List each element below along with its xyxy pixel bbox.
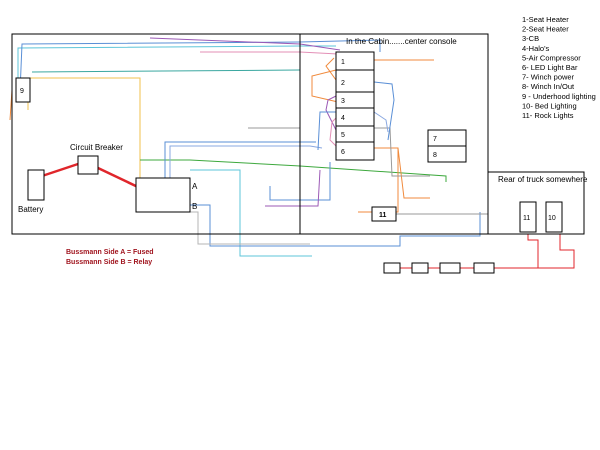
note-side-b: Bussmann Side B = Relay — [66, 259, 152, 266]
wire-blue-7 — [317, 111, 336, 151]
wire-orange-5 — [397, 147, 430, 199]
rear-light-11-label: 11 — [523, 215, 530, 222]
side-b-label: B — [192, 202, 197, 211]
legend-item: 8- Winch In/Out — [522, 82, 575, 91]
rock-light-4 — [473, 262, 495, 274]
rock-light-3 — [439, 262, 461, 274]
switch-6-label: 6 — [341, 149, 345, 156]
legend-item: 4-Halo's — [522, 44, 550, 53]
legend-item: 9 - Underhood lighting — [522, 92, 596, 101]
rear-light-10 — [545, 201, 563, 233]
switch-9-label: 9 — [20, 88, 24, 95]
wire-red-battery — [41, 162, 79, 178]
switch-5-label: 5 — [341, 132, 345, 139]
bussmann-block — [135, 177, 191, 213]
wire-purple-3 — [325, 95, 337, 131]
note-side-a: Bussmann Side A = Fused — [66, 249, 154, 256]
legend-item: 1-Seat Heater — [522, 15, 569, 24]
wire-pink-top — [200, 51, 339, 55]
legend-item: 5-Air Compressor — [522, 53, 581, 62]
battery-label: Battery — [18, 205, 43, 214]
switch-7-label: 7 — [433, 136, 437, 143]
wire-red-relay — [97, 166, 141, 190]
wire-blue-5 — [373, 81, 395, 141]
wire-blue-6 — [373, 111, 389, 133]
switch-1-label: 1 — [341, 59, 345, 66]
wire-orange-4 — [358, 147, 399, 213]
switch-8 — [427, 145, 467, 163]
side-a-label: A — [192, 182, 198, 191]
switch-4-label: 4 — [341, 115, 345, 122]
wire-grey-3 — [190, 211, 310, 245]
wire-cyan-2 — [190, 169, 312, 257]
switch-6 — [335, 141, 375, 161]
wire-red-rear-2 — [494, 232, 575, 269]
wire-orange-2 — [311, 69, 339, 103]
rear-light-10-label: 10 — [548, 215, 556, 222]
switch-11-cabin — [371, 206, 397, 222]
legend-item: 7- Winch power — [522, 73, 575, 82]
battery — [27, 169, 45, 201]
legend-item: 3-CB — [522, 34, 539, 43]
switch-2-label: 2 — [341, 80, 345, 87]
wire-purple-2 — [265, 169, 321, 207]
rear-light-11 — [519, 201, 537, 233]
wire-red-rear-1 — [527, 232, 539, 268]
wire-cyan-top — [17, 45, 336, 88]
wire-orange-3 — [325, 57, 337, 81]
cabin-switch-stack: 1 2 3 4 5 6 — [335, 51, 375, 161]
rear-label: Rear of truck somewhere — [498, 175, 588, 184]
rock-light-1 — [383, 262, 401, 274]
switch-3-label: 3 — [341, 98, 345, 105]
legend-item: 2-Seat Heater — [522, 25, 569, 34]
cabin-box — [299, 33, 489, 235]
legend-item: 10- Bed Lighting — [522, 101, 577, 110]
legend-item: 11- Rock Lights — [522, 111, 574, 120]
switch-11-cabin-label: 11 — [379, 212, 387, 219]
switch-9 — [15, 77, 31, 103]
switch-8-label: 8 — [433, 152, 437, 159]
wire-grey-4 — [374, 127, 430, 177]
wire-blue-1 — [164, 141, 316, 180]
legend-item: 6- LED Light Bar — [522, 63, 578, 72]
wire-purple-top — [149, 37, 341, 51]
wire-pink-3 — [329, 117, 337, 147]
wire-blue-2 — [169, 145, 323, 190]
circuit-breaker-label: Circuit Breaker — [70, 143, 123, 152]
cabin-label: In the Cabin.......center console — [346, 37, 457, 46]
rock-light-2 — [411, 262, 429, 274]
wire-blue-3 — [190, 204, 481, 247]
wire-teal-mid — [31, 69, 301, 73]
circuit-breaker — [77, 155, 99, 175]
